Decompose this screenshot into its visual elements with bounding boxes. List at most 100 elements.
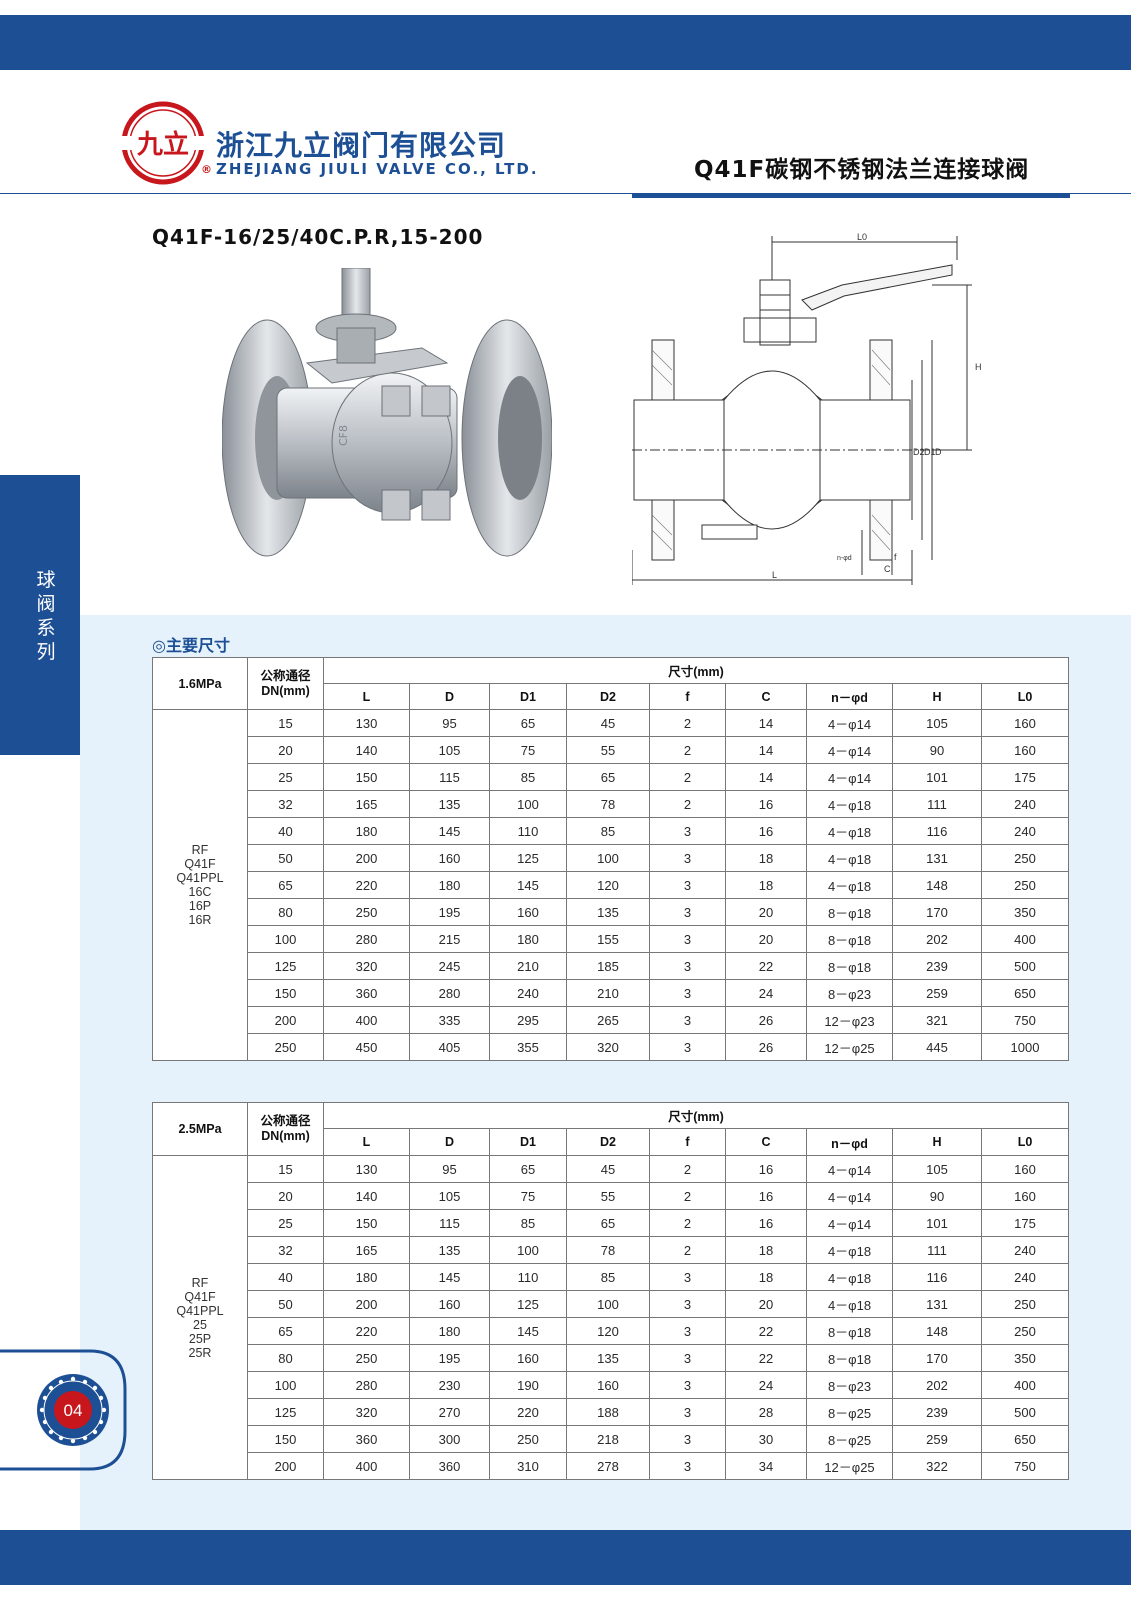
table-cell: 180: [489, 925, 567, 953]
table-cell: 3: [649, 844, 726, 872]
table-cell: 50: [247, 844, 324, 872]
table-cell: 1000: [980, 1033, 1070, 1061]
column-header: n－φd: [806, 683, 893, 710]
brand-name-cn: 浙江九立阀门有限公司: [216, 129, 507, 162]
model-label: 16C: [188, 885, 212, 899]
table-cell: 500: [980, 1398, 1070, 1426]
table-cell: 135: [566, 1344, 650, 1372]
table-cell: 15: [247, 709, 324, 737]
column-header: L: [323, 1128, 410, 1156]
table-cell: 3: [649, 1006, 726, 1034]
model-label: 25P: [188, 1331, 212, 1346]
table-cell: 160: [409, 844, 490, 872]
table-cell: 135: [409, 1236, 490, 1264]
table-cell: 85: [566, 817, 650, 845]
table-cell: 200: [247, 1006, 324, 1034]
column-header: D: [409, 683, 490, 710]
table-cell: 140: [323, 1182, 410, 1210]
table-cell: 130: [323, 1155, 410, 1183]
table-cell: 240: [980, 817, 1070, 845]
table-cell: 200: [323, 844, 410, 872]
table-cell: 8－φ23: [806, 979, 893, 1007]
table-cell: 160: [980, 709, 1070, 737]
table-cell: 360: [323, 1425, 410, 1453]
table-cell: 32: [247, 790, 324, 818]
table-cell: 170: [892, 1344, 982, 1372]
label-d1: D1: [924, 447, 936, 457]
logo-text: 九立: [136, 129, 189, 160]
page-title: Q41F碳钢不锈钢法兰连接球阀: [694, 157, 1030, 183]
table-cell: 195: [409, 898, 490, 926]
model-code: Q41F-16/25/40C.P.R,15-200: [152, 225, 484, 249]
table-cell: 3: [649, 898, 726, 926]
table-cell: 15: [247, 1155, 324, 1183]
table-cell: 320: [323, 952, 410, 980]
label-l: L: [772, 570, 777, 580]
table-cell: 4－φ18: [806, 790, 893, 818]
table-cell: 250: [489, 1425, 567, 1453]
table-cell: 250: [980, 1317, 1070, 1345]
table-cell: 65: [566, 1209, 650, 1237]
brand-name-en: ZHEJIANG JIULI VALVE CO., LTD.: [216, 160, 539, 178]
table-cell: 160: [980, 736, 1070, 764]
table-cell: 20: [247, 1182, 324, 1210]
table-cell: 105: [409, 1182, 490, 1210]
table-cell: 20: [725, 925, 807, 953]
table-cell: 111: [892, 1236, 982, 1264]
table-cell: 240: [489, 979, 567, 1007]
column-header: C: [725, 1128, 807, 1156]
table-cell: 22: [725, 1317, 807, 1345]
table-cell: 105: [892, 1155, 982, 1183]
table-cell: 3: [649, 979, 726, 1007]
table-cell: 322: [892, 1452, 982, 1480]
table-cell: 160: [409, 1290, 490, 1318]
table-cell: 160: [980, 1155, 1070, 1183]
table-cell: 148: [892, 871, 982, 899]
table-cell: 75: [489, 1182, 567, 1210]
table-cell: 40: [247, 817, 324, 845]
table-cell: 34: [725, 1452, 807, 1480]
table-cell: 8－φ18: [806, 925, 893, 953]
table-cell: 250: [980, 1290, 1070, 1318]
table-cell: 78: [566, 1236, 650, 1264]
table-cell: 130: [323, 709, 410, 737]
table-cell: 239: [892, 952, 982, 980]
table-cell: 85: [566, 1263, 650, 1291]
column-header: C: [725, 683, 807, 710]
column-header: D2: [566, 683, 650, 710]
table-cell: 95: [409, 709, 490, 737]
side-tab: [0, 475, 80, 755]
table-cell: 200: [323, 1290, 410, 1318]
table-cell: 20: [247, 736, 324, 764]
table-cell: 4－φ18: [806, 1236, 893, 1264]
table-cell: 28: [725, 1398, 807, 1426]
column-header: H: [892, 1128, 982, 1156]
model-label: RF: [191, 1275, 209, 1290]
table-cell: 2: [649, 1209, 726, 1237]
table-cell: 8－φ18: [806, 1317, 893, 1345]
table-cell: 8－φ25: [806, 1425, 893, 1453]
table-cell: 25: [247, 763, 324, 791]
table-cell: 4－φ14: [806, 1155, 893, 1183]
table-cell: 65: [247, 1317, 324, 1345]
table-cell: 8－φ18: [806, 952, 893, 980]
table-cell: 160: [489, 1344, 567, 1372]
table-cell: 265: [566, 1006, 650, 1034]
column-header: L: [323, 683, 410, 710]
table-cell: 4－φ14: [806, 1182, 893, 1210]
table-cell: 3: [649, 1317, 726, 1345]
label-l0: L0: [857, 232, 867, 242]
column-header: D2: [566, 1128, 650, 1156]
table-cell: 360: [409, 1452, 490, 1480]
table-cell: 4－φ14: [806, 763, 893, 791]
table-cell: 80: [247, 898, 324, 926]
model-label: Q41F: [184, 857, 216, 871]
